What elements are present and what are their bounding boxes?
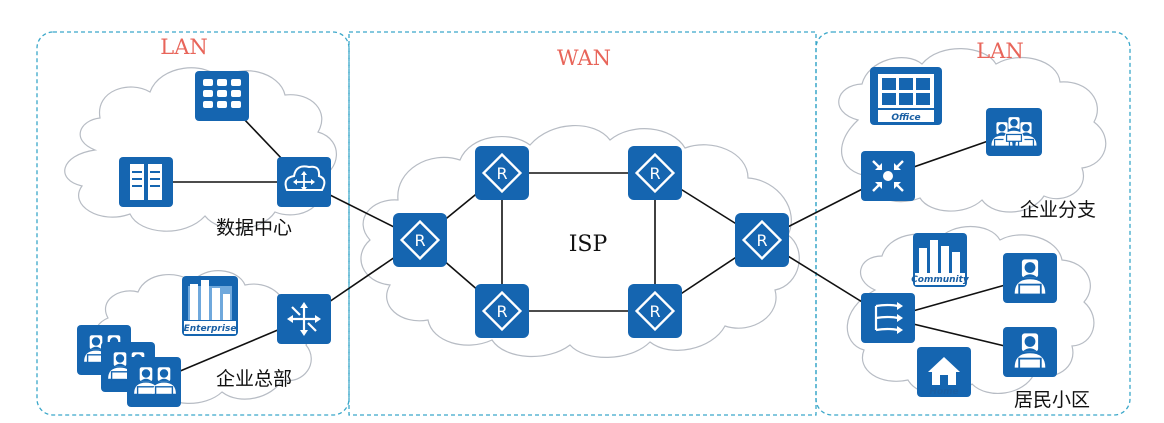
cloud-switch-icon <box>277 157 331 207</box>
router-bottom-right: R <box>626 282 684 340</box>
router-top-left: R <box>473 144 531 202</box>
router-bottom-left: R <box>473 282 531 340</box>
home-panel-text: Home <box>929 387 958 397</box>
office-panel-text: Office <box>891 113 920 123</box>
enterprise-building-icon: Enterprise <box>182 276 238 336</box>
router-top-right: R <box>626 144 684 202</box>
router-edge-left: R <box>391 211 449 269</box>
label-isp: ISP <box>569 232 608 257</box>
router-glyph: R <box>649 164 660 183</box>
resident-user-icon <box>1003 327 1057 377</box>
enterprise-panel-text: Enterprise <box>184 324 237 334</box>
label-data-center: 数据中心 <box>216 217 292 239</box>
label-residential: 居民小区 <box>1014 389 1090 411</box>
home-icon: Home <box>917 347 971 397</box>
zone-frame-left <box>36 31 350 416</box>
zone-title-right: LAN <box>976 39 1024 63</box>
label-headquarters: 企业总部 <box>216 368 292 390</box>
zone-title-left: LAN <box>160 35 208 59</box>
storage-array-icon <box>195 71 249 121</box>
router-edge-right: R <box>733 211 791 269</box>
server-icon <box>119 157 173 207</box>
cloud-wan <box>360 124 800 358</box>
branch-router-icon <box>861 151 915 201</box>
router-glyph: R <box>496 164 507 183</box>
router-glyph: R <box>414 231 425 250</box>
community-icon: Community <box>911 233 970 287</box>
zone-frame-right <box>815 31 1131 416</box>
hq-users-icon <box>77 325 181 407</box>
router-glyph: R <box>756 231 767 250</box>
branch-users-icon <box>986 108 1042 156</box>
community-panel-text: Community <box>911 275 970 285</box>
hq-switch-icon <box>277 294 331 344</box>
zone-title-middle: WAN <box>557 46 611 70</box>
office-icon: Office <box>870 67 942 125</box>
router-glyph: R <box>496 302 507 321</box>
residential-gateway-icon <box>861 293 915 343</box>
resident-user-icon <box>1003 253 1057 303</box>
label-branch: 企业分支 <box>1020 199 1096 221</box>
router-glyph: R <box>649 302 660 321</box>
